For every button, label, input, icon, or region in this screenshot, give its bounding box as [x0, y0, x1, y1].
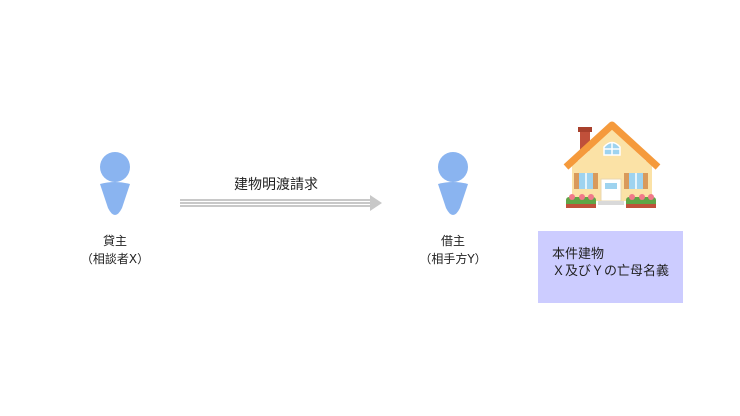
borrower-title: 借主: [440, 234, 465, 248]
lender-person-icon: [100, 152, 130, 215]
claim-arrow: [180, 195, 382, 211]
borrower-subtitle: （相手方Y）: [419, 252, 487, 266]
borrower-label: 借主 （相手方Y）: [413, 232, 493, 268]
borrower-person-icon: [438, 152, 468, 215]
lender-label: 貸主 （相談者X）: [75, 232, 155, 268]
lender-title: 貸主: [102, 234, 127, 248]
property-note-line1: 本件建物: [552, 247, 605, 262]
lender-subtitle: （相談者X）: [80, 252, 150, 266]
claim-label: 建物明渡請求: [234, 177, 318, 193]
house-icon: [563, 121, 661, 208]
property-note-line2: Ｘ及びＹの亡母名義: [552, 264, 670, 279]
property-note: 本件建物 Ｘ及びＹの亡母名義: [538, 231, 683, 303]
